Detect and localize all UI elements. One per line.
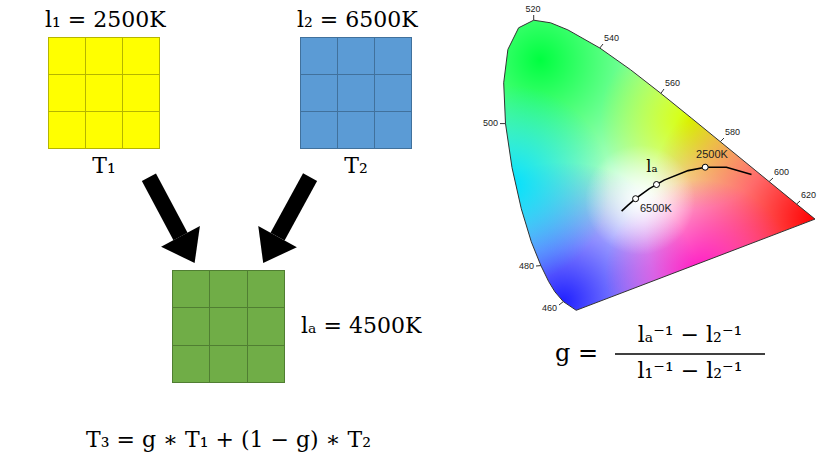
grid-cell [375, 112, 411, 148]
gamut-fill [350, 0, 823, 442]
wavelength-label: 460 [542, 303, 557, 313]
arrow-head [258, 226, 297, 263]
spectral-locus [504, 20, 815, 310]
wavelength-label: 480 [519, 261, 534, 271]
grid-cell [375, 75, 411, 111]
temperature-heading: l₂ = 6500K [297, 7, 418, 33]
grid-cell [301, 75, 337, 111]
grid-cell [173, 346, 209, 382]
tick-mark [559, 302, 563, 305]
temperature-heading: l₁ = 2500K [45, 7, 166, 33]
block-arrow [149, 177, 200, 263]
arrow-head [161, 226, 200, 263]
wavelength-label: 520 [525, 4, 540, 14]
grid-cell [375, 38, 411, 74]
temperature-heading: lₐ = 4500K [301, 313, 421, 339]
tick-mark [533, 15, 534, 20]
wavelength-label: 600 [774, 167, 789, 177]
locus-point-label: lₐ [646, 158, 657, 176]
grid-cell [123, 75, 159, 111]
tick-mark [600, 44, 603, 48]
grid-cell [338, 75, 374, 111]
grid-cell [301, 112, 337, 148]
grid-cell [86, 38, 122, 74]
grid-cell [173, 271, 209, 307]
formula-text: g = [555, 340, 598, 368]
temperature-label: 2500K [696, 148, 728, 161]
grid-cell [248, 346, 284, 382]
grid-cell [86, 112, 122, 148]
cell-grid [48, 37, 160, 149]
grid-cell [49, 112, 85, 148]
white-point-region [585, 145, 695, 255]
temperature-label: 6500K [640, 202, 672, 215]
grid-cell [338, 112, 374, 148]
tick-mark [720, 138, 724, 142]
color-grid-node: lₐ = 4500KT₃ = g ∗ T₁ + (1 − g) ∗ T₂ [172, 270, 285, 383]
tick-mark [769, 178, 773, 182]
grid-cell [86, 75, 122, 111]
grid-cell [248, 271, 284, 307]
tick-mark [797, 201, 800, 204]
grid-cell [173, 308, 209, 344]
arrow-shaft [149, 177, 181, 236]
cell-grid [300, 37, 412, 149]
arrow-shaft [278, 177, 311, 237]
locus-point [633, 196, 639, 202]
formula-numerator: lₐ⁻¹ − l₂⁻¹ [638, 322, 743, 347]
wavelength-label: 580 [725, 127, 740, 137]
fraction-bar [615, 353, 765, 355]
wavelength-label: 540 [604, 33, 619, 43]
grid-cell [123, 112, 159, 148]
wavelength-label: 560 [665, 78, 680, 88]
image-caption: T₂ [344, 153, 368, 179]
cyan-region [410, 85, 610, 285]
grid-cell [338, 38, 374, 74]
grid-cell [123, 38, 159, 74]
color-grid-node: l₁ = 2500KT₁ [48, 37, 160, 149]
wavelength-ticks [500, 15, 800, 305]
tick-mark [500, 123, 506, 124]
wavelength-label: 500 [483, 118, 498, 128]
grid-cell [49, 75, 85, 111]
block-arrow [258, 177, 310, 263]
grid-cell [49, 38, 85, 74]
grid-cell [210, 271, 246, 307]
grid-cell [248, 308, 284, 344]
tick-mark [661, 89, 664, 93]
cell-grid [172, 270, 285, 383]
locus-point [702, 164, 708, 170]
tick-mark [536, 265, 541, 266]
formula-denominator: l₁⁻¹ − l₂⁻¹ [638, 358, 743, 383]
locus-point [654, 182, 660, 188]
grid-cell [210, 308, 246, 344]
grid-cell [210, 346, 246, 382]
color-grid-node: l₂ = 6500KT₂ [300, 37, 412, 149]
image-caption: T₃ = g ∗ T₁ + (1 − g) ∗ T₂ [86, 427, 371, 453]
wavelength-label: 620 [801, 190, 816, 200]
image-caption: T₁ [92, 153, 116, 179]
grid-cell [301, 38, 337, 74]
